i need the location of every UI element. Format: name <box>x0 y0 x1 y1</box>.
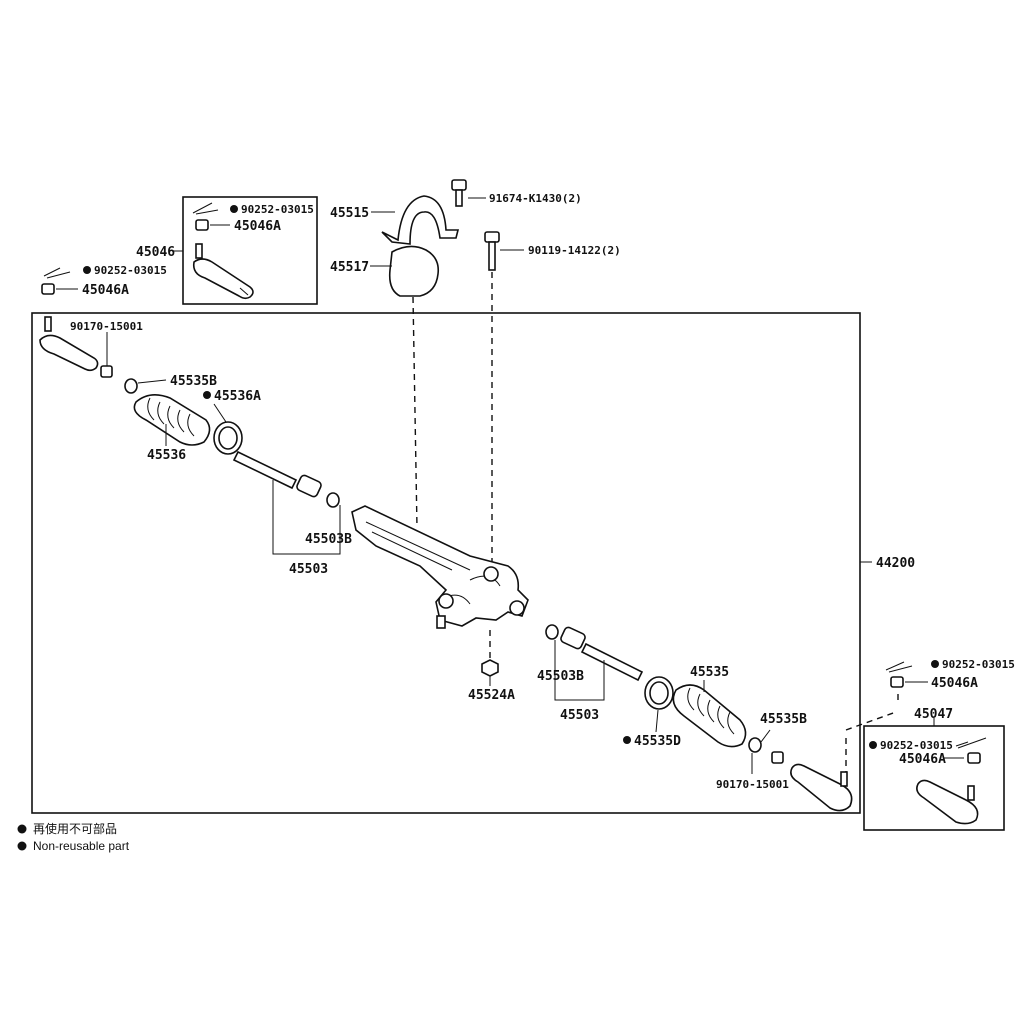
top-bolt-label: 91674-K1430(2) <box>489 192 582 205</box>
top-grommet-icon <box>388 245 440 297</box>
left-nut-icon <box>41 283 55 295</box>
left-kit-label: 45046 <box>136 245 175 260</box>
left-lock-nut-icon <box>100 365 113 378</box>
right-kit-pin-icon <box>955 737 987 749</box>
assembly-label: 44200 <box>876 556 915 571</box>
right-washer-label: 45503B <box>537 669 584 684</box>
right-nut-icon <box>890 676 904 688</box>
left-kit-tie-rod-end-icon <box>192 243 254 300</box>
top-bolt-icon <box>451 179 467 207</box>
left-boot <box>133 394 211 446</box>
right-boot-label: 45535 <box>690 665 729 680</box>
right-kit-nut-icon <box>967 752 981 764</box>
left-clip-icon <box>124 378 138 394</box>
right-kit-pin-label: 90252-03015 <box>880 739 953 752</box>
left-lock-nut-label: 90170-15001 <box>70 320 143 333</box>
right-pin-icon <box>885 661 913 673</box>
left-boot-label: 45536 <box>147 448 186 463</box>
left-tie-rod-end <box>39 316 99 372</box>
legend-line2: Non-reusable part <box>33 839 130 853</box>
center-nut-label: 45524A <box>468 688 515 703</box>
left-kit-nut-icon <box>195 219 209 231</box>
top-long-bolt-icon <box>484 231 500 271</box>
left-pin-icon <box>43 267 71 279</box>
top-grommet-label: 45517 <box>330 260 369 275</box>
center-nut-icon <box>481 659 499 677</box>
right-pin-label: 90252-03015 <box>942 658 1015 671</box>
left-clamp-label: 45536A <box>214 389 261 404</box>
left-clip-label: 45535B <box>170 374 217 389</box>
right-kit-nut-label: 45046A <box>899 752 946 767</box>
left-kit-pin-label: 90252-03015 <box>241 203 314 216</box>
left-kit-pin-icon <box>192 202 219 215</box>
left-rack-end-label: 45503 <box>289 562 328 577</box>
left-nut-label: 45046A <box>82 283 129 298</box>
right-rack-end-label: 45503 <box>560 708 599 723</box>
left-washer-icon <box>326 492 340 508</box>
right-nut-label: 45046A <box>931 676 978 691</box>
right-lock-nut-icon <box>771 751 784 764</box>
right-kit-label: 45047 <box>914 707 953 722</box>
right-tie-rod-end <box>790 763 853 812</box>
legend-line1: 再使用不可部品 <box>33 821 117 836</box>
assembly-frame <box>31 312 861 814</box>
right-washer-icon <box>545 624 559 640</box>
left-washer-label: 45503B <box>305 532 352 547</box>
top-bracket-label: 45515 <box>330 206 369 221</box>
steering-rack-housing <box>351 505 529 629</box>
right-clip-label: 45535B <box>760 712 807 727</box>
top-bracket-icon <box>381 195 460 245</box>
left-rack-end <box>232 450 322 498</box>
right-kit-tie-rod-end-icon <box>916 779 979 825</box>
right-lock-nut-label: 90170-15001 <box>716 778 789 791</box>
top-long-bolt-label: 90119-14122(2) <box>528 244 621 257</box>
left-pin-label: 90252-03015 <box>94 264 167 277</box>
right-boot <box>672 684 747 748</box>
left-kit-nut-label: 45046A <box>234 219 281 234</box>
right-rack-end <box>560 626 644 682</box>
right-clip-icon <box>748 737 762 753</box>
right-clamp-label: 45535D <box>634 734 681 749</box>
